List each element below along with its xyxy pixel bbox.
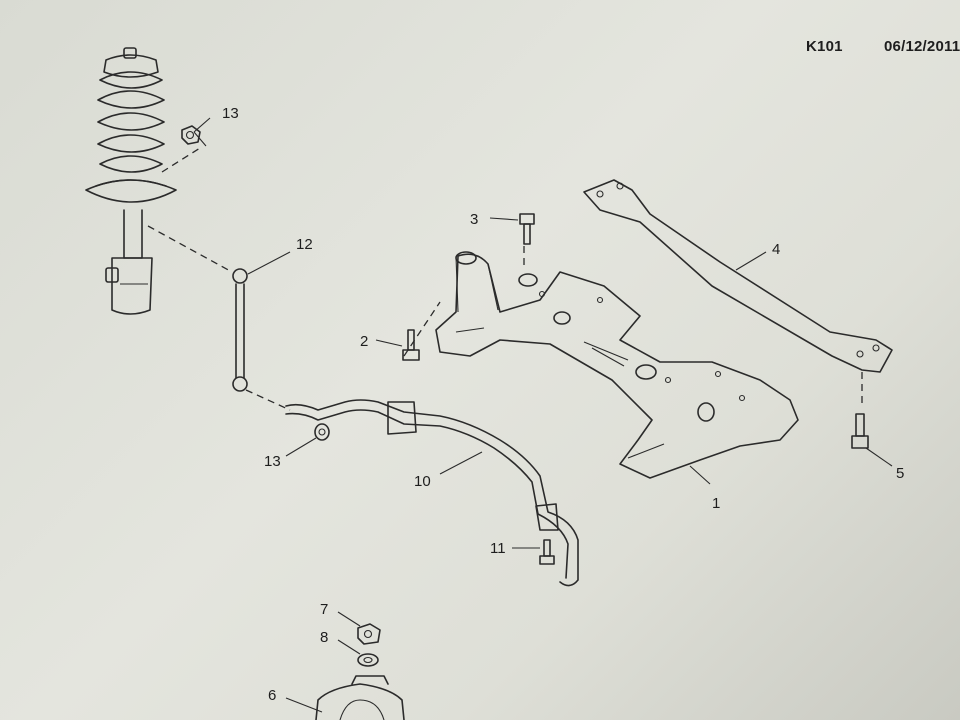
- leader-line: [337, 611, 361, 627]
- callout-8: 8: [320, 629, 328, 646]
- strut-brace: [583, 179, 893, 373]
- callout-13-lower: 13: [264, 453, 281, 470]
- sheet-date: 06/12/2011: [884, 38, 960, 55]
- stabilizer-link: [232, 268, 248, 392]
- assembly-line: [245, 389, 291, 411]
- washer-8: [357, 653, 379, 667]
- callout-6: 6: [268, 687, 276, 704]
- stabilizer-bar: [285, 399, 579, 587]
- bolt-3: [519, 213, 535, 245]
- bolt-2: [402, 329, 420, 361]
- callout-3: 3: [470, 211, 478, 228]
- callout-5: 5: [896, 465, 904, 482]
- leader-line: [285, 437, 317, 457]
- nut-7: [357, 623, 381, 645]
- assembly-line: [161, 147, 201, 173]
- callout-2: 2: [360, 333, 368, 350]
- bolt-11: [539, 539, 555, 565]
- assembly-line: [403, 301, 441, 357]
- callout-13-upper: 13: [222, 105, 239, 122]
- callout-10: 10: [414, 473, 431, 490]
- front-subframe: [435, 251, 799, 479]
- bolt-5: [851, 413, 869, 449]
- leader-line: [735, 251, 767, 271]
- strut-mount-6: [315, 675, 405, 720]
- callout-1: 1: [712, 495, 720, 512]
- leader-line: [247, 251, 291, 275]
- leader-line: [439, 451, 483, 475]
- callout-11: 11: [490, 540, 506, 557]
- leader-line: [689, 465, 711, 485]
- leader-line: [489, 217, 519, 221]
- callout-7: 7: [320, 601, 328, 618]
- nut-13-lower: [314, 423, 330, 441]
- strut-assembly: [85, 47, 177, 315]
- leader-line: [337, 639, 361, 655]
- leader-line: [285, 697, 323, 713]
- leader-line: [375, 339, 403, 347]
- assembly-line: [147, 225, 233, 273]
- leader-line: [193, 117, 211, 147]
- callout-4: 4: [772, 241, 780, 258]
- callout-12: 12: [296, 236, 313, 253]
- sheet-code: K101: [806, 38, 843, 55]
- nut-13-upper: [181, 125, 201, 145]
- leader-line: [865, 447, 893, 467]
